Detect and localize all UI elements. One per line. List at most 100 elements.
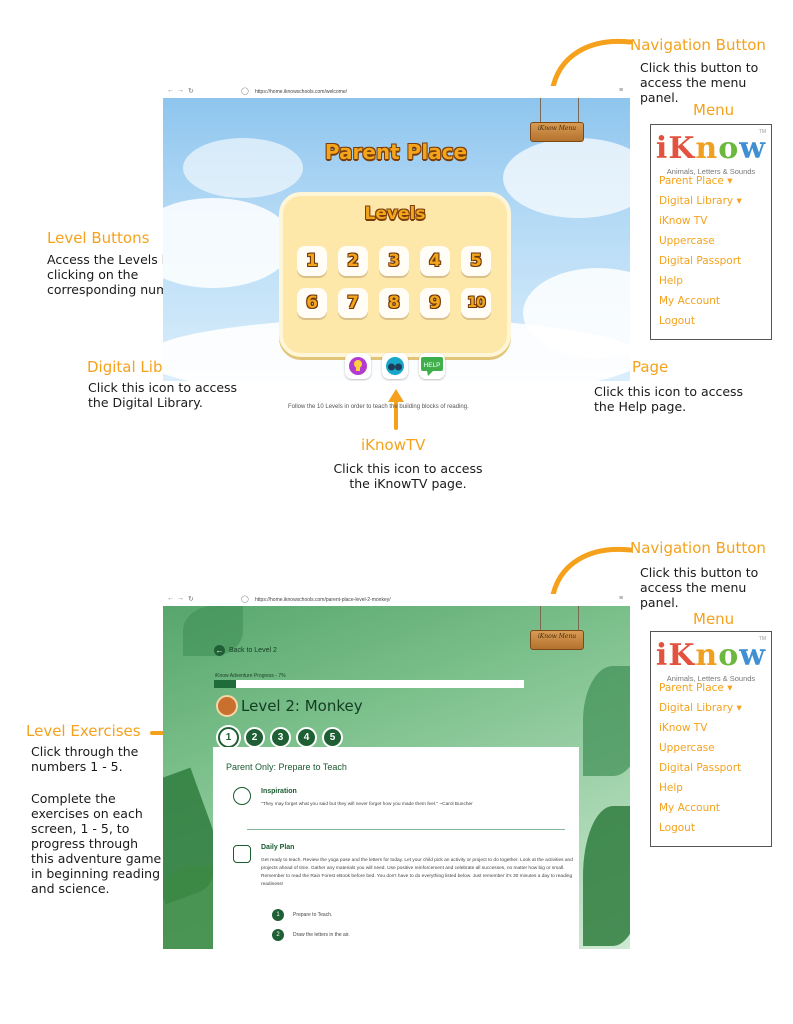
menu-item-iknow-tv[interactable]: iKnow TV bbox=[659, 722, 708, 734]
iknowtv-arrow bbox=[394, 400, 398, 430]
exercise-button-4[interactable]: 4 bbox=[296, 727, 317, 748]
menu-hamburger-icon[interactable]: ≡ bbox=[619, 595, 624, 602]
page-title: Parent Place bbox=[324, 140, 468, 164]
url-bar[interactable]: https://home.iknowschools.com/welcome/ bbox=[255, 89, 347, 95]
menu-label: Menu bbox=[693, 101, 735, 119]
level-button-7[interactable]: 7 bbox=[338, 288, 368, 318]
menu-item-uppercase[interactable]: Uppercase bbox=[659, 742, 715, 754]
jungle-leaf bbox=[583, 666, 630, 776]
menu-panel: iKnow TM Animals, Letters & Sounds Paren… bbox=[650, 124, 772, 340]
level-button-10[interactable]: 10 bbox=[461, 288, 491, 318]
nav-annotation-title: Navigation Button bbox=[630, 36, 766, 54]
daily-plan-title: Daily Plan bbox=[261, 844, 295, 851]
svg-text:HELP: HELP bbox=[424, 362, 441, 369]
lightbulb-icon bbox=[349, 357, 367, 375]
menu-item-digital-library[interactable]: Digital Library ▾ bbox=[659, 702, 742, 714]
menu-item-logout[interactable]: Logout bbox=[659, 315, 695, 327]
trademark: TM bbox=[758, 636, 766, 642]
level-button-2[interactable]: 2 bbox=[338, 246, 368, 276]
menu-item-parent-place[interactable]: Parent Place ▾ bbox=[659, 682, 733, 694]
level-button-4[interactable]: 4 bbox=[420, 246, 450, 276]
menu-panel-2: iKnow TM Animals, Letters & Sounds Paren… bbox=[650, 631, 772, 847]
exercise-button-3[interactable]: 3 bbox=[270, 727, 291, 748]
browser-toolbar: ← → ↻ ◯ https://home.iknowschools.com/we… bbox=[163, 86, 630, 98]
browser-toolbar-2: ← → ↻ ◯ https://home.iknowschools.com/pa… bbox=[163, 594, 630, 606]
forward-arrow-icon[interactable]: → bbox=[177, 87, 184, 94]
level-exercises-annotation-text-1: Click through the numbers 1 - 5. bbox=[31, 744, 139, 774]
binoculars-icon bbox=[386, 357, 404, 375]
menu-item-digital-passport[interactable]: Digital Passport bbox=[659, 255, 742, 267]
url-bar-2[interactable]: https://home.iknowschools.com/parent-pla… bbox=[255, 597, 391, 603]
menu-item-parent-place[interactable]: Parent Place ▾ bbox=[659, 175, 733, 187]
level-button-5[interactable]: 5 bbox=[461, 246, 491, 276]
levels-footnote: Follow the 10 Levels in order to teach t… bbox=[288, 404, 469, 410]
menu-item-help[interactable]: Help bbox=[659, 275, 683, 287]
reload-icon[interactable]: ↻ bbox=[188, 88, 194, 95]
iknowtv-button[interactable] bbox=[382, 353, 408, 379]
menu-item-digital-library[interactable]: Digital Library ▾ bbox=[659, 195, 742, 207]
jungle-leaf bbox=[583, 806, 630, 946]
jungle-leaf bbox=[183, 606, 243, 656]
levels-panel: Levels 1 2 3 4 5 6 7 8 9 10 bbox=[279, 192, 511, 357]
parent-place-screen: Parent Place iKnow Menu Levels 1 2 3 4 5… bbox=[163, 98, 630, 381]
step-number: 2 bbox=[272, 929, 284, 941]
menu-item-uppercase[interactable]: Uppercase bbox=[659, 235, 715, 247]
exercise-button-1[interactable]: 1 bbox=[218, 727, 239, 748]
reload-icon[interactable]: ↻ bbox=[188, 596, 194, 603]
sign-chain bbox=[540, 606, 541, 632]
menu-sign-button[interactable]: iKnow Menu bbox=[530, 630, 584, 650]
level-buttons-annotation-title: Level Buttons bbox=[47, 229, 150, 247]
menu-item-iknow-tv[interactable]: iKnow TV bbox=[659, 215, 708, 227]
cloud bbox=[183, 138, 303, 198]
daily-plan-text: Get ready to teach. Review the yoga pose… bbox=[261, 858, 573, 887]
level-button-3[interactable]: 3 bbox=[379, 246, 409, 276]
nav-annotation-text-2: Click this button to access the menu pan… bbox=[640, 565, 759, 610]
level-button-1[interactable]: 1 bbox=[297, 246, 327, 276]
menu-sign-button[interactable]: iKnow Menu bbox=[530, 122, 584, 142]
menu-item-my-account[interactable]: My Account bbox=[659, 802, 721, 814]
menu-item-help[interactable]: Help bbox=[659, 782, 683, 794]
level-button-8[interactable]: 8 bbox=[379, 288, 409, 318]
logo-subtitle: Animals, Letters & Sounds bbox=[666, 674, 756, 683]
step-text: Prepare to Teach. bbox=[293, 912, 333, 918]
nav-annotation-text: Click this button to access the menu pan… bbox=[640, 60, 759, 105]
back-to-level-link[interactable]: Back to Level 2 bbox=[229, 647, 277, 654]
digital-library-annotation-text: Click this icon to access the Digital Li… bbox=[88, 380, 238, 410]
iknowtv-annotation-text: Click this icon to access the iKnowTV pa… bbox=[333, 461, 483, 491]
sign-chain bbox=[578, 606, 579, 632]
level-2-monkey-screen: iKnow Menu ← Back to Level 2 iKnow Adven… bbox=[163, 606, 630, 949]
exercise-button-5[interactable]: 5 bbox=[322, 727, 343, 748]
help-page-annotation-text: Click this icon to access the Help page. bbox=[594, 384, 744, 414]
menu-hamburger-icon[interactable]: ≡ bbox=[619, 87, 624, 94]
step-text: Draw the letters in the air. bbox=[293, 932, 350, 938]
exercise-button-2[interactable]: 2 bbox=[244, 727, 265, 748]
progress-fill bbox=[214, 680, 236, 688]
iknow-logo: iKnow bbox=[655, 638, 767, 673]
menu-item-logout[interactable]: Logout bbox=[659, 822, 695, 834]
logo-subtitle: Animals, Letters & Sounds bbox=[666, 167, 756, 176]
shield-icon: ◯ bbox=[241, 88, 249, 95]
card-title: Parent Only: Prepare to Teach bbox=[226, 762, 347, 772]
progress-label: iKnow Adventure Progress - 7% bbox=[215, 673, 286, 679]
back-arrow-icon[interactable]: ← bbox=[167, 87, 174, 94]
menu-label-2: Menu bbox=[693, 610, 735, 628]
digital-library-button[interactable] bbox=[345, 353, 371, 379]
iknowtv-annotation-title: iKnowTV bbox=[361, 436, 426, 454]
iknowtv-arrow-head bbox=[388, 389, 404, 402]
level-button-6[interactable]: 6 bbox=[297, 288, 327, 318]
help-button[interactable]: HELP bbox=[419, 353, 445, 379]
trademark: TM bbox=[758, 129, 766, 135]
back-arrow-icon[interactable]: ← bbox=[214, 645, 225, 656]
sign-chain bbox=[540, 98, 541, 124]
shield-icon: ◯ bbox=[241, 596, 249, 603]
menu-item-my-account[interactable]: My Account bbox=[659, 295, 721, 307]
step-number: 1 bbox=[272, 909, 284, 921]
menu-item-digital-passport[interactable]: Digital Passport bbox=[659, 762, 742, 774]
back-arrow-icon[interactable]: ← bbox=[167, 595, 174, 602]
forward-arrow-icon[interactable]: → bbox=[177, 595, 184, 602]
inspiration-quote: "They may forget what you said but they … bbox=[261, 802, 473, 807]
nav-annotation-title-2: Navigation Button bbox=[630, 539, 766, 557]
cloud bbox=[503, 138, 630, 218]
level-buttons-annotation-text: Access the Levels by clicking on the cor… bbox=[47, 252, 192, 297]
level-button-9[interactable]: 9 bbox=[420, 288, 450, 318]
